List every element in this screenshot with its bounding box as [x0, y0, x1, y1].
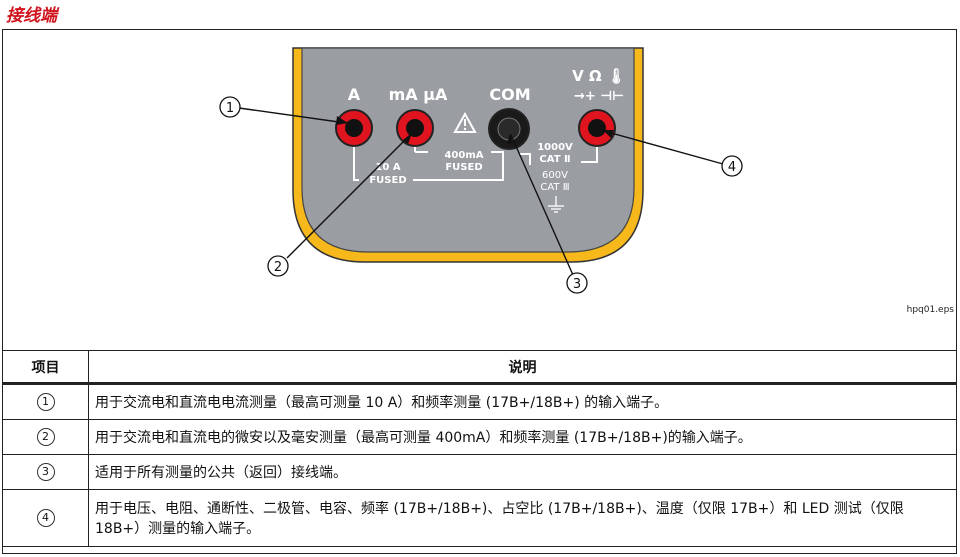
svg-text:4: 4 — [728, 160, 736, 175]
row-description: 用于交流电和直流电电流测量（最高可测量 10 A）和频率测量 (17B+/18B… — [88, 383, 957, 420]
header-item: 项目 — [2, 350, 89, 385]
rating-cat2: CAT Ⅱ — [539, 154, 570, 165]
rating-600v: 600V — [542, 170, 568, 181]
callout-arrowheads — [336, 116, 614, 144]
jack-a — [335, 109, 373, 147]
row-number: 2 — [2, 419, 89, 455]
fuse-ma-fused: FUSED — [445, 162, 482, 173]
table-row: 2 用于交流电和直流电的微安以及毫安测量（最高可测量 400mA）和频率测量 (… — [2, 419, 957, 455]
ground-icon — [548, 196, 564, 213]
number-circle: 4 — [36, 509, 55, 527]
rating-1000v: 1000V — [537, 142, 573, 153]
table-row: 4 用于电压、电阻、通断性、二极管、电容、频率 (17B+/18B+)、占空比 … — [2, 489, 957, 547]
rating-cat3: CAT Ⅲ — [540, 182, 569, 193]
jack-v-ohm — [578, 109, 616, 147]
terminals-frame: A mA μA COM V Ω 🌡 →+ ⊣⊢ 10 A FUSED 400mA… — [2, 29, 957, 554]
fuse-ma-current: 400mA — [444, 150, 483, 161]
svg-text:3: 3 — [573, 277, 581, 292]
jack-com — [488, 108, 530, 150]
jack-diode-label: →+ ⊣⊢ — [574, 89, 624, 104]
callout-leaders — [238, 107, 724, 276]
row-description: 适用于所有测量的公共（返回）接线端。 — [88, 454, 957, 490]
callout-3: 3 — [566, 272, 588, 294]
svg-text:1: 1 — [226, 101, 234, 116]
panel — [301, 47, 635, 253]
callout-2: 2 — [267, 255, 289, 277]
warning-icon — [453, 111, 477, 133]
fuse-a-current: 10 A — [375, 162, 400, 173]
number-circle: 2 — [36, 428, 55, 446]
row-number: 1 — [2, 383, 89, 420]
header-description: 说明 — [88, 350, 957, 385]
svg-text:2: 2 — [274, 260, 282, 275]
row-description: 用于电压、电阻、通断性、二极管、电容、频率 (17B+/18B+)、占空比 (1… — [88, 489, 957, 547]
table-row: 3 适用于所有测量的公共（返回）接线端。 — [2, 454, 957, 490]
callout-4: 4 — [721, 155, 743, 177]
terminals-table: 项目 说明 1 用于交流电和直流电电流测量（最高可测量 10 A）和频率测量 (… — [2, 350, 957, 547]
meter-diagram: A mA μA COM V Ω 🌡 →+ ⊣⊢ 10 A FUSED 400mA… — [219, 47, 743, 294]
row-number: 3 — [2, 454, 89, 490]
row-number: 4 — [2, 489, 89, 547]
jack-a-label: A — [348, 85, 361, 104]
number-circle: 1 — [36, 393, 55, 411]
row-description: 用于交流电和直流电的微安以及毫安测量（最高可测量 400mA）和频率测量 (17… — [88, 419, 957, 455]
jack-ma-label: mA μA — [389, 85, 448, 104]
fuse-brackets — [353, 140, 598, 181]
jack-com-label: COM — [489, 85, 530, 104]
fuse-a-fused: FUSED — [369, 175, 406, 186]
terminals-figure: A mA μA COM V Ω 🌡 →+ ⊣⊢ 10 A FUSED 400mA… — [3, 30, 956, 352]
jack-ma — [396, 109, 434, 147]
table-header-row: 项目 说明 — [2, 350, 957, 385]
page-title: 接线端 — [6, 6, 57, 26]
callout-1: 1 — [219, 96, 241, 118]
table-row: 1 用于交流电和直流电电流测量（最高可测量 10 A）和频率测量 (17B+/1… — [2, 383, 957, 420]
figure-filename: hpq01.eps — [906, 305, 954, 315]
jack-v-label: V Ω 🌡 — [572, 67, 626, 85]
number-circle: 3 — [36, 463, 55, 481]
